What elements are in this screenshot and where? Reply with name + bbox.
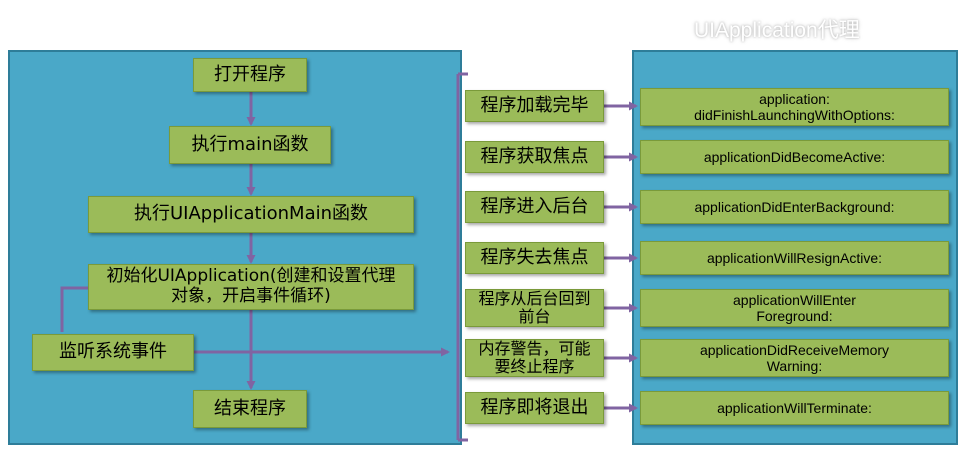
event-label: 程序加载完毕	[465, 90, 604, 122]
diagram-title: UIApplication代理	[694, 19, 860, 42]
flow-run-main: 执行main函数	[169, 126, 331, 164]
flow-end-program: 结束程序	[193, 390, 307, 428]
delegate-method: applicationDidBecomeActive:	[640, 140, 949, 174]
event-label: 程序即将退出	[465, 392, 604, 424]
delegate-method: applicationDidEnterBackground:	[640, 190, 949, 224]
delegate-method: applicationWillTerminate:	[640, 391, 949, 425]
delegate-method: applicationWillEnter Foreground:	[640, 289, 949, 327]
event-label: 程序进入后台	[465, 191, 604, 223]
delegate-method: applicationDidReceiveMemory Warning:	[640, 339, 949, 377]
event-label: 程序从后台回到前台	[465, 289, 604, 327]
flow-run-uiapplicationmain: 执行UIApplicationMain函数	[88, 196, 414, 233]
flow-open-program: 打开程序	[193, 58, 307, 92]
event-label: 内存警告，可能要终止程序	[465, 339, 604, 377]
delegate-method: application: didFinishLaunchingWithOptio…	[640, 88, 949, 126]
event-label: 程序失去焦点	[465, 242, 604, 274]
flow-listen-system-events: 监听系统事件	[32, 334, 194, 371]
event-label: 程序获取焦点	[465, 141, 604, 173]
delegate-method: applicationWillResignActive:	[640, 241, 949, 275]
flow-init-uiapplication: 初始化UIApplication(创建和设置代理对象，开启事件循环)	[88, 264, 414, 310]
left-panel	[8, 50, 462, 445]
